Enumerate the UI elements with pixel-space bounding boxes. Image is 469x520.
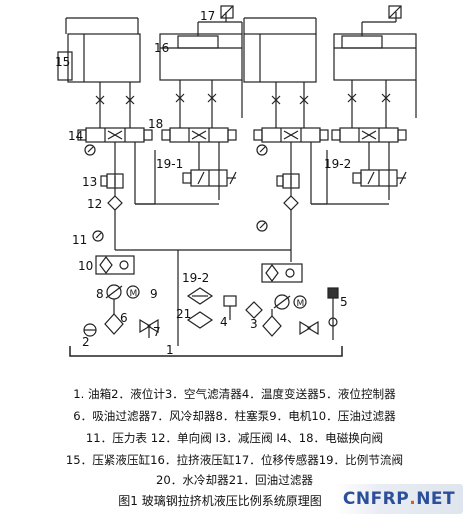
legend-line: 15．压紧液压缸16．拉挤液压缸17．位移传感器19．比例节流阀 <box>65 453 404 467</box>
reducing-valve-13 <box>100 173 300 189</box>
watermark-tld: NET <box>416 489 456 509</box>
legend-line: 11．压力表 12．单向阀 I3．减压阀 I4、18．电磁换向阀 <box>85 431 384 445</box>
legend-line: 1. 油箱2．液位计3．空气滤清器4．温度变送器5．液位控制器 <box>73 387 396 401</box>
label-7: 7 <box>153 325 161 339</box>
label-13: 13 <box>82 175 97 189</box>
return-filter-21 <box>186 311 214 329</box>
cylinder-16 <box>159 12 243 118</box>
svg-text:M: M <box>130 289 138 299</box>
hydraulic-schematic: M M <box>55 5 417 357</box>
component-labels: 15 17 16 14 18 19-1 19-2 13 12 11 10 8 9… <box>55 9 351 357</box>
air-cooler-7 <box>139 318 319 338</box>
water-cooler-20 <box>186 287 214 305</box>
oil-tank-1 <box>69 340 343 357</box>
proportional-throttle-valve-19-1 <box>182 169 237 187</box>
figure-title: 图1 玻璃钢拉挤机液压比例系统原理图 <box>118 494 322 508</box>
position-sensor-17-right <box>388 5 402 19</box>
legend-line: 6．吸油过滤器7．风冷却器8．柱塞泵9．电机10．压油过滤器 <box>73 409 396 423</box>
label-3: 3 <box>250 317 258 331</box>
label-5: 5 <box>340 295 348 309</box>
cylinder-lines <box>95 80 391 128</box>
pressure-gauge-icon <box>84 144 268 242</box>
cylinder-15-right <box>243 17 317 83</box>
svg-text:M: M <box>297 299 305 309</box>
site-watermark: CNFRP.NET <box>335 484 463 514</box>
cylinder-15 <box>57 17 141 83</box>
directional-valve-18-right <box>331 127 407 143</box>
watermark-dot: . <box>409 489 417 509</box>
legend-line: 20．水冷却器21．回油过滤器 <box>155 473 314 487</box>
cylinder-16-right <box>333 12 417 118</box>
proportional-throttle-valve-19-2 <box>352 169 407 187</box>
label-21: 21 <box>176 307 191 321</box>
check-valve-12 <box>107 195 299 211</box>
watermark-main: CNFRP <box>342 489 410 509</box>
position-sensor-17 <box>220 5 234 19</box>
label-17: 17 <box>200 9 215 23</box>
label-15: 15 <box>55 55 70 69</box>
label-18: 18 <box>148 117 163 131</box>
air-filter-3 <box>245 301 263 319</box>
label-1: 1 <box>166 343 174 357</box>
label-10: 10 <box>78 259 93 273</box>
plunger-pump-8 <box>105 284 291 310</box>
label-19-2: 19-2 <box>324 157 351 171</box>
label-9: 9 <box>150 287 158 301</box>
label-6: 6 <box>120 311 128 325</box>
label-20: 19-2 <box>182 271 209 285</box>
temperature-transmitter-4 <box>223 295 237 320</box>
level-gauge-2 <box>83 323 97 337</box>
label-19-1: 19-1 <box>156 157 183 171</box>
label-14: 14 <box>68 129 83 143</box>
suction-filter-6 <box>104 299 282 337</box>
label-11: 11 <box>72 233 87 247</box>
pressure-filter-10 <box>95 255 303 283</box>
label-16: 16 <box>154 41 169 55</box>
directional-valve-14-right <box>253 127 329 143</box>
motor-9: M M <box>126 285 307 309</box>
label-12: 12 <box>87 197 102 211</box>
label-2: 2 <box>82 335 90 349</box>
label-8: 8 <box>96 287 104 301</box>
pressure-lines <box>114 210 292 340</box>
directional-valve-14 <box>77 127 153 143</box>
level-controller-5 <box>327 287 339 340</box>
directional-valve-18 <box>161 127 237 143</box>
label-4: 4 <box>220 315 228 329</box>
feed-lines <box>114 142 390 205</box>
